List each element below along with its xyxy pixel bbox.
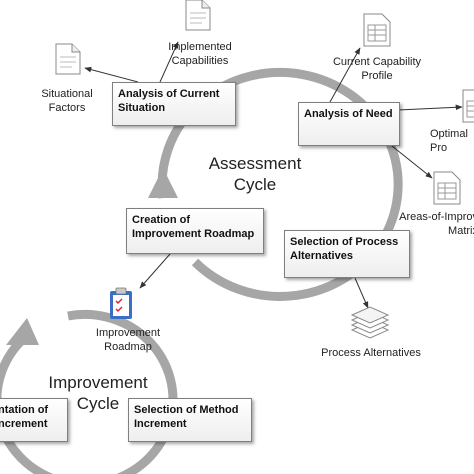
table-document-icon [462, 89, 474, 123]
connector-line [391, 145, 433, 179]
table-document-icon [363, 13, 391, 47]
improvement-roadmap-label: Improvement Roadmap [95, 327, 161, 353]
improvement-cycle-title: Improvement Cycle [48, 373, 148, 413]
creation-roadmap-box[interactable]: Creation of Improvement Roadmap [126, 208, 264, 254]
connector-line [397, 104, 463, 111]
areas-of-improvement-matrix-label: Areas-of-Improv Matrix [399, 211, 474, 237]
current-capability-profile-label: Current Capability Profile [332, 56, 422, 82]
optimal-profile-label: Optimal Pro [430, 128, 468, 154]
improvement-cycle-arrow [0, 309, 178, 474]
document-icon [185, 0, 211, 31]
connector-line [84, 66, 139, 83]
analysis-of-need-box[interactable]: Analysis of Need [298, 102, 400, 146]
document-icon [55, 43, 81, 75]
selection-method-increment-box[interactable]: Selection of Method Increment [128, 398, 252, 442]
assessment-cycle-title: Assessment Cycle [208, 154, 302, 194]
selection-process-alternatives-box[interactable]: Selection of Process Alternatives [284, 230, 410, 278]
connector-line [159, 41, 179, 83]
connector-line [139, 253, 171, 289]
stacked-documents-icon [350, 306, 390, 339]
situational-factors-label: Situational Factors [41, 88, 93, 114]
clipboard-icon [110, 287, 132, 319]
connector-line [329, 47, 361, 103]
implementation-increment-box[interactable]: ntation of ncrement [0, 398, 68, 442]
connector-line [354, 277, 369, 309]
analysis-current-situation-box[interactable]: Analysis of Current Situation [112, 82, 236, 126]
implemented-capabilities-label: Implemented Capabilities [168, 41, 232, 67]
table-document-icon [433, 171, 461, 205]
process-alternatives-label: Process Alternatives [321, 347, 421, 359]
